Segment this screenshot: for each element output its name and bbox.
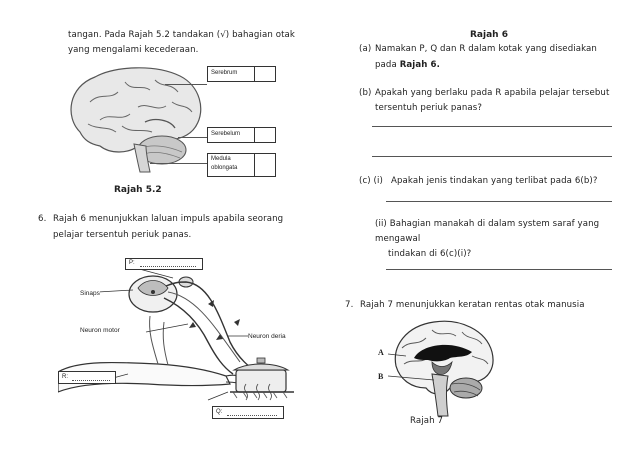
qa-line-2-bold: Rajah 6.	[399, 60, 441, 70]
qa-prefix: (a)	[359, 44, 372, 54]
medula-tick-box[interactable]	[254, 153, 276, 177]
reflex-box-q[interactable]: Q:	[212, 406, 284, 419]
serebrum-leader	[165, 84, 207, 85]
serebelum-label: Serebelum	[211, 131, 241, 137]
medula-label-box: Medula oblongata	[207, 153, 256, 177]
qb-answer-line-2[interactable]	[372, 156, 612, 157]
qb-line-2: tersentuh periuk panas?	[375, 103, 482, 113]
q6-line-1: Rajah 6 menunjukkan laluan impuls apabil…	[53, 214, 284, 224]
serebelum-tick-box[interactable]	[254, 127, 276, 143]
answer-line-q	[227, 415, 277, 416]
reflex-box-r[interactable]: R:	[58, 371, 116, 384]
qa-line-2-prefix: pada	[375, 60, 400, 70]
brain-side-diagram	[70, 67, 202, 173]
qa-line-2: pada Rajah 6.	[375, 58, 440, 73]
reflex-label-q: Q:	[216, 409, 223, 415]
serebelum-leader	[178, 137, 208, 138]
qc-answer-line[interactable]	[386, 201, 612, 202]
qb-line-1: Apakah yang berlaku pada R apabila pelaj…	[375, 88, 610, 98]
right-title-rajah-6: Rajah 6	[470, 30, 508, 40]
medula-label-1: Medula	[211, 156, 231, 162]
serebelum-label-box: Serebelum	[207, 127, 256, 143]
qb-answer-line-1[interactable]	[372, 126, 612, 127]
qcii-line-3: tindakan di 6(c)(i)?	[388, 249, 472, 259]
qcii-answer-line[interactable]	[386, 269, 612, 270]
serebrum-label: Serebrum	[211, 70, 238, 76]
serebrum-tick-box[interactable]	[254, 66, 276, 82]
reflex-box-p[interactable]: P:	[125, 258, 203, 270]
qcii-line-1: (ii) Bahagian manakah di dalam system sa…	[375, 219, 600, 229]
q6-number: 6.	[38, 214, 47, 224]
q7-number: 7.	[345, 300, 354, 310]
reflex-label-p: P:	[129, 260, 135, 266]
reflex-label-sinaps: Sinaps	[80, 290, 100, 297]
intro-line-2: yang mengalami kecederaan.	[68, 45, 199, 55]
answer-line-r	[72, 380, 110, 381]
medula-leader	[150, 163, 208, 164]
intro-line-1: tangan. Pada Rajah 5.2 tandakan (√) baha…	[68, 30, 295, 40]
q6-line-2: pelajar tersentuh periuk panas.	[53, 230, 192, 240]
qa-line-1: Namakan P, Q dan R dalam kotak yang dise…	[375, 44, 597, 54]
brain-label-b: B	[378, 372, 384, 381]
reflex-label-r: R:	[62, 374, 68, 380]
caption-rajah-5-2: Rajah 5.2	[114, 185, 162, 195]
serebrum-label-box: Serebrum	[207, 66, 256, 82]
answer-line-p	[140, 266, 196, 267]
qb-prefix: (b)	[359, 88, 372, 98]
brain-cross-section-diagram	[388, 320, 494, 417]
medula-label-2: oblongata	[211, 165, 238, 171]
qcii-line-2: mengawal	[375, 234, 421, 244]
caption-rajah-7: Rajah 7	[410, 416, 444, 426]
brain-label-a: A	[378, 348, 384, 357]
reflex-label-neuron-deria: Neuron deria	[248, 333, 286, 340]
reflex-label-neuron-motor: Neuron motor	[80, 327, 120, 334]
qc-prefix: (c) (i)	[359, 176, 383, 186]
q7-line: Rajah 7 menunjukkan keratan rentas otak …	[360, 300, 585, 310]
reflex-arc-diagram	[58, 265, 294, 401]
qc-line-1: Apakah jenis tindakan yang terlibat pada…	[391, 176, 598, 186]
